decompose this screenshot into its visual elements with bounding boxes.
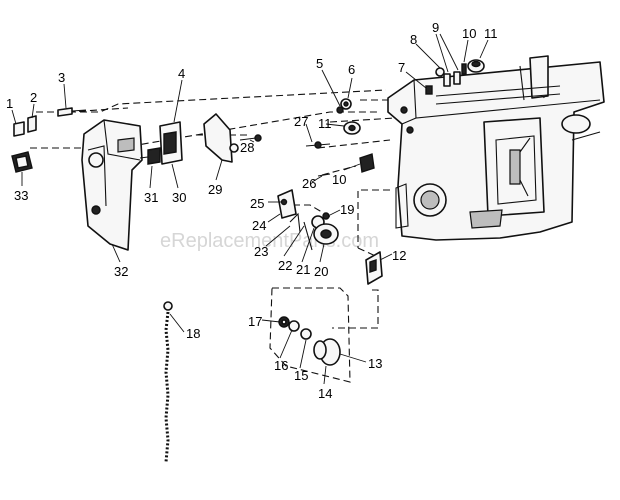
callout-29: 29 [208, 182, 222, 197]
leader-lines [11, 33, 489, 385]
callout-28: 28 [240, 140, 254, 155]
callout-10-lower: 10 [332, 172, 346, 187]
part-33-cap [11, 151, 33, 173]
part-11-knob-lower [343, 121, 361, 135]
part-1-bracket [13, 121, 25, 137]
callout-15: 15 [294, 368, 308, 383]
callout-10-top: 10 [462, 26, 476, 41]
head-housing [387, 55, 605, 241]
part-25-screw [280, 198, 288, 206]
callout-8: 8 [410, 32, 417, 47]
part-23-spring [289, 212, 301, 233]
callout-19: 19 [340, 202, 354, 217]
callout-11-lower: 11 [318, 116, 332, 131]
callout-1: 1 [6, 96, 13, 111]
callout-17: 17 [248, 314, 262, 329]
part-10-screw-top [461, 63, 467, 75]
callout-9: 9 [432, 20, 439, 35]
callout-24: 24 [252, 218, 266, 233]
part-20-disc [313, 223, 339, 245]
part-30-plate [159, 121, 183, 165]
watermark: eReplacementParts.com [160, 230, 379, 252]
part-2-pin [27, 115, 37, 133]
callout-4: 4 [178, 66, 185, 81]
callout-23: 23 [254, 244, 268, 259]
assembly-dashed-lines [30, 89, 400, 383]
part-6-nut [340, 98, 352, 110]
part-10-clip [359, 153, 375, 173]
callout-22: 22 [278, 258, 292, 273]
callout-33: 33 [14, 188, 28, 203]
part-32-guard [81, 119, 143, 251]
part-28-screw [239, 134, 262, 142]
part-9-springs [443, 71, 461, 87]
part-18-chuck-key-chain [163, 301, 173, 463]
callout-2: 2 [30, 90, 37, 105]
part-29-cover [203, 113, 239, 163]
callout-26: 26 [302, 176, 316, 191]
part-22-pin [303, 221, 313, 251]
part-8-washer [435, 67, 445, 77]
callout-6: 6 [348, 62, 355, 77]
callout-30: 30 [172, 190, 186, 205]
part-26-screw [317, 173, 331, 177]
part-5-screw [336, 106, 344, 114]
callout-16: 16 [274, 358, 288, 373]
part-24-bracket [277, 189, 297, 219]
callout-27: 27 [294, 114, 308, 129]
callout-5: 5 [316, 56, 323, 71]
callout-3: 3 [58, 70, 65, 85]
callout-18: 18 [186, 326, 200, 341]
part-16-washer [288, 320, 300, 332]
callout-11-top: 11 [484, 26, 498, 41]
callout-25: 25 [250, 196, 264, 211]
callout-12: 12 [392, 248, 406, 263]
callout-14: 14 [318, 386, 332, 401]
part-11-knob-top [467, 59, 485, 73]
part-12-latch [365, 251, 383, 285]
callout-20: 20 [314, 264, 328, 279]
callout-32: 32 [114, 264, 128, 279]
callout-7: 7 [398, 60, 405, 75]
part-27-screw [305, 141, 331, 149]
part-31-switch [139, 147, 161, 165]
part-3-screw [57, 107, 87, 117]
part-14-knob [313, 338, 341, 366]
part-17-nut [278, 316, 290, 328]
callout-21: 21 [296, 262, 310, 277]
callout-31: 31 [144, 190, 158, 205]
callout-13: 13 [368, 356, 382, 371]
part-15-washer [300, 328, 312, 340]
part-7-pin [425, 85, 433, 95]
callout-numbers: 1 2 3 4 5 6 7 8 9 10 11 11 27 10 26 28 2… [6, 20, 498, 401]
